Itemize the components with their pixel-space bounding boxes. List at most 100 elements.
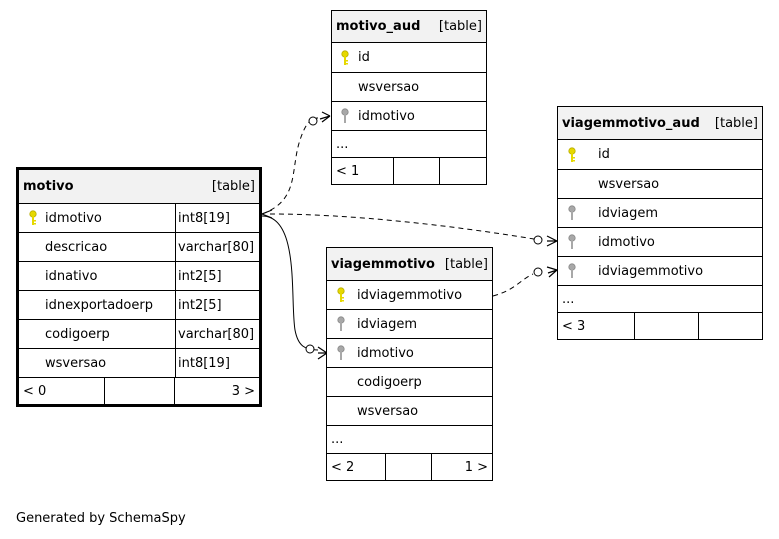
link-motivo-viagemmotivo-crow (317, 346, 328, 360)
table-row[interactable]: idmotivo (327, 339, 492, 368)
link-motivo-viagemmotivo-optional (305, 344, 315, 354)
table-row[interactable]: idnexportadoerp int2[5] (19, 291, 259, 320)
parent-count[interactable]: < 3 (558, 313, 635, 339)
child-count[interactable]: 1 > (464, 459, 488, 475)
row-count (386, 454, 432, 480)
table-name: viagemmotivo_aud (562, 115, 700, 131)
parent-count[interactable]: < 0 (19, 378, 105, 404)
column-name: idmotivo (357, 345, 414, 361)
column-type: int8[19] (175, 204, 259, 232)
more-columns: ... (336, 136, 349, 152)
column-name: descricao (45, 239, 108, 255)
table-type-label: [table] (438, 19, 482, 34)
link-motivo-viagemmotivo-aud (269, 213, 541, 241)
column-name: idviagem (357, 316, 418, 332)
parent-count[interactable]: < 2 (327, 454, 386, 480)
table-row[interactable]: idmotivo (332, 102, 486, 131)
table-row[interactable]: codigoerp (327, 368, 492, 397)
table-row[interactable]: idviagemmotivo (558, 257, 762, 286)
child-count[interactable]: 3 > (231, 383, 255, 399)
column-type: int2[5] (175, 291, 259, 319)
column-name: idmotivo (598, 234, 655, 250)
column-name: wsversao (45, 355, 107, 371)
link-motivo-aud-crow (319, 111, 331, 123)
table-header: motivo_aud [table] (332, 11, 486, 43)
child-count (440, 158, 486, 184)
column-name: id (598, 147, 610, 162)
more-columns-row: ... (558, 286, 762, 313)
table-row[interactable]: idviagemmotivo (327, 281, 492, 310)
column-name: idnativo (45, 268, 98, 284)
primary-key-icon (568, 147, 576, 162)
parent-count[interactable]: < 1 (332, 158, 394, 184)
table-row[interactable]: wsversao (558, 170, 762, 199)
table-header: viagemmotivo [table] (327, 248, 492, 281)
foreign-key-icon (337, 345, 345, 360)
table-name: motivo_aud (336, 19, 421, 34)
column-name: idmotivo (45, 210, 102, 226)
table-row[interactable]: wsversao int8[19] (19, 349, 259, 378)
table-name: motivo (23, 179, 74, 194)
foreign-key-icon (568, 234, 576, 249)
table-viagemmotivo-aud[interactable]: viagemmotivo_aud [table] id wsversao idv… (557, 106, 763, 340)
link-viagemmotivo-viagemmotivo-aud (492, 273, 534, 297)
foreign-key-icon (337, 316, 345, 331)
table-motivo[interactable]: motivo [table] idmotivo int8[19] descric… (16, 167, 262, 407)
table-viagemmotivo[interactable]: viagemmotivo [table] idviagemmotivo idvi… (326, 247, 493, 481)
table-row[interactable]: id (332, 43, 486, 73)
table-header: viagemmotivo_aud [table] (558, 107, 762, 140)
table-row[interactable]: idmotivo (558, 228, 762, 257)
table-row[interactable]: idmotivo int8[19] (19, 204, 259, 233)
column-name: idviagemmotivo (357, 287, 463, 303)
column-name: wsversao (358, 79, 420, 95)
table-footer: < 1 (332, 158, 486, 184)
foreign-key-icon (568, 205, 576, 220)
column-type: int8[19] (175, 349, 259, 377)
column-type: int2[5] (175, 262, 259, 290)
link-viagemmotivo-viagemmotivo-aud-optional (533, 267, 543, 277)
row-count (394, 158, 440, 184)
more-columns-row: ... (327, 426, 492, 454)
column-name: id (358, 50, 370, 65)
table-type-label: [table] (444, 256, 488, 272)
primary-key-icon (341, 50, 349, 65)
table-motivo-aud[interactable]: motivo_aud [table] id wsversao idmotivo … (331, 10, 487, 185)
column-name: idviagemmotivo (598, 263, 704, 279)
table-row[interactable]: descricao varchar[80] (19, 233, 259, 262)
row-count (105, 378, 175, 404)
column-type: varchar[80] (175, 320, 259, 348)
table-type-label: [table] (211, 179, 255, 194)
table-footer: < 3 (558, 313, 762, 339)
column-name: wsversao (598, 176, 660, 192)
generated-by-note: Generated by SchemaSpy (16, 511, 186, 526)
table-row[interactable]: idviagem (327, 310, 492, 339)
table-name: viagemmotivo (331, 256, 435, 272)
child-count (699, 313, 762, 339)
column-name: idnexportadoerp (45, 297, 153, 313)
link-viagemmotivo-viagemmotivo-aud-crow (546, 266, 558, 278)
table-row[interactable]: codigoerp varchar[80] (19, 320, 259, 349)
primary-key-icon (337, 287, 345, 302)
more-columns: ... (562, 291, 575, 307)
table-row[interactable]: idnativo int2[5] (19, 262, 259, 291)
link-motivo-viagemmotivo (261, 215, 319, 351)
more-columns-row: ... (332, 131, 486, 158)
column-name: idmotivo (358, 108, 415, 124)
foreign-key-icon (341, 108, 349, 123)
table-row[interactable]: idviagem (558, 199, 762, 228)
link-motivo-aud-optional (308, 116, 318, 126)
link-motivo-viagemmotivo-aud-optional (533, 235, 543, 245)
row-count (635, 313, 699, 339)
table-row[interactable]: wsversao (332, 73, 486, 102)
link-motivo-viagemmotivo-aud-end (261, 209, 273, 219)
table-type-label: [table] (714, 115, 758, 131)
column-name: codigoerp (45, 326, 110, 342)
table-row[interactable]: wsversao (327, 397, 492, 426)
primary-key-icon (29, 210, 37, 225)
column-name: wsversao (357, 403, 419, 419)
foreign-key-icon (568, 263, 576, 278)
column-type: varchar[80] (175, 233, 259, 261)
link-motivo-aud (261, 117, 319, 215)
table-row[interactable]: id (558, 140, 762, 170)
